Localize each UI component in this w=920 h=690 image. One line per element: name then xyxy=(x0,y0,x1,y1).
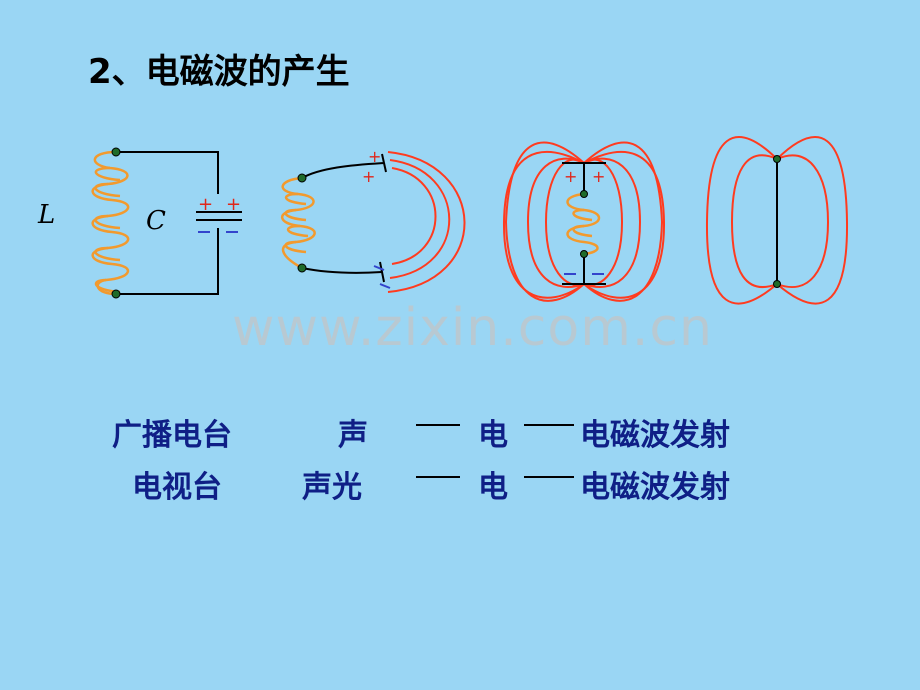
source-label: 声 xyxy=(338,418,368,453)
broadcast-row: 广播电台 声 电 电磁波发射 xyxy=(0,410,920,453)
result-label: 电磁波发射 xyxy=(580,470,730,505)
result-label: 电磁波发射 xyxy=(580,418,730,453)
source-label: 声光 xyxy=(302,470,362,505)
arrow xyxy=(524,424,574,426)
station-label: 广播电台 xyxy=(112,418,232,453)
inductor-label: L xyxy=(38,200,56,230)
svg-text:+: + xyxy=(564,167,577,186)
lc-circuit: + + xyxy=(91,147,242,299)
svg-text:+: + xyxy=(362,167,375,186)
watermark: www.zixin.com.cn xyxy=(232,298,713,358)
arrow xyxy=(416,424,460,426)
svg-text:+: + xyxy=(226,194,241,215)
station-label: 电视台 xyxy=(132,470,222,505)
svg-text:+: + xyxy=(368,147,381,166)
dipole-antenna xyxy=(705,136,849,305)
page-title: 2、电磁波的产生 xyxy=(88,52,350,92)
inductor-coil xyxy=(91,150,130,296)
mid-label: 电 xyxy=(478,470,508,505)
svg-text:+: + xyxy=(592,167,605,186)
capacitor-label: C xyxy=(146,206,166,236)
tv-row: 电视台 声光 电 电磁波发射 xyxy=(0,462,920,505)
dipole-with-coil: + + xyxy=(502,141,666,302)
mid-label: 电 xyxy=(478,418,508,453)
arrow xyxy=(524,476,574,478)
open-capacitor-circuit: + + xyxy=(281,147,466,293)
arrow xyxy=(416,476,460,478)
svg-text:+: + xyxy=(198,194,213,215)
